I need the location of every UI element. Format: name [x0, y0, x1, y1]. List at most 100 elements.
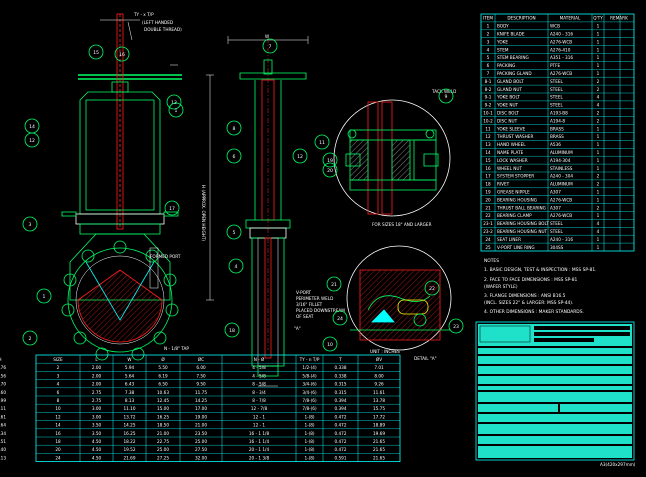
vport-note-1: V-PORT — [296, 290, 312, 295]
dims-cell: 8.13 — [125, 398, 135, 403]
bom-cell: 4 — [597, 221, 600, 226]
dims-header-cell: T — [338, 357, 342, 362]
bom-cell: ALUMINUM — [550, 182, 573, 187]
tack-weld-note: TACK WELD — [431, 89, 456, 94]
vport-note-5: OF SEAT — [296, 314, 314, 319]
balloon-label: 11 — [319, 140, 325, 146]
bom-cell: 8-2 — [485, 87, 492, 92]
dims-cell: 2.00 — [92, 365, 102, 370]
balloon-label: 6 — [233, 154, 236, 160]
bom-cell: 15 — [485, 158, 491, 163]
bom-cell: 7 — [487, 71, 490, 76]
balloon-circle — [114, 46, 130, 62]
dims-cell: 24 — [55, 455, 61, 460]
dims-header-cell: W — [127, 357, 131, 362]
dims-cell: 12.45 — [157, 398, 169, 403]
bom-cell: A536 — [550, 142, 561, 147]
balloon-label: 3 — [29, 222, 32, 228]
detail-a-callout: "A" — [294, 326, 301, 331]
balloon-label: 13 — [171, 100, 177, 106]
dims-cell: 5.94 — [125, 365, 135, 370]
bom-cell: 2 — [597, 174, 600, 179]
dims-cell: 27.25 — [157, 455, 169, 460]
bom-cell: STEEL — [550, 103, 564, 108]
dims-cell: 8 - 5/8 — [252, 382, 266, 387]
dims-header-cell: ØV — [376, 357, 382, 362]
dims-cell: 14.25 — [195, 398, 207, 403]
vport-note-2: PERIMETER WELD — [296, 296, 333, 301]
bom-cell: 13 — [485, 142, 491, 147]
bom-cell: A276-WCB — [550, 197, 572, 202]
bom-cell: 1 — [597, 63, 600, 68]
dims-cell: 19.52 — [124, 447, 136, 452]
balloon-circle — [224, 322, 240, 338]
bom-cell: 1 — [487, 24, 490, 29]
dims-cell: 12 - 7/8 — [251, 406, 268, 411]
dims-cell: 72.40 — [0, 447, 6, 452]
note-line: (WAFER STYLE) — [484, 284, 518, 290]
dims-cell: 2.75 — [92, 390, 102, 395]
bom-cell: 2 — [597, 118, 600, 123]
dims-cell: 12 — [55, 414, 61, 419]
dims-cell: 22.75 — [157, 439, 169, 444]
balloon-label: 15 — [93, 50, 99, 56]
bom-cell: 10-2 — [483, 118, 493, 123]
bom-cell: NAME PLATE — [497, 150, 524, 155]
bom-cell: 8-1 — [485, 79, 492, 84]
bom-cell: YOKE BOLT — [496, 95, 520, 100]
notes-block: NOTES 1. BASIC DESIGN, TEST & INSPECTION… — [484, 258, 597, 315]
dims-cell: 19.56 — [0, 373, 6, 378]
dims-cell: 21.00 — [157, 431, 169, 436]
dims-cell: 14.25 — [124, 423, 136, 428]
bom-cell: A194-304 — [550, 158, 571, 163]
dims-cell: 1-(8) — [304, 447, 314, 452]
balloon-circle — [226, 120, 242, 136]
bom-cell: LOCK WASHER — [497, 158, 528, 163]
bom-header-cell: Q'TY — [593, 16, 603, 21]
balloon-circle — [262, 38, 278, 54]
dims-cell: 0.315 — [335, 382, 347, 387]
balloon-circle — [226, 148, 242, 164]
bom-cell: A240 - 304 — [550, 174, 573, 179]
bom-cell: BEARING CLAMP — [497, 213, 532, 218]
dims-cell: 0.394 — [335, 406, 347, 411]
bom-cell: V-PORT LINE RING — [497, 245, 535, 250]
bom-cell: 6 — [487, 63, 490, 68]
balloon-circle — [22, 330, 38, 346]
dims-cell: 17.72 — [373, 414, 385, 419]
dims-cell: 43.11 — [0, 406, 6, 411]
balloon-circle — [168, 102, 184, 118]
dims-cell: 19.69 — [373, 431, 385, 436]
bom-cell: 22 — [485, 213, 491, 218]
bom-cell: 2 — [597, 205, 600, 210]
bom-cell: WHEEL NUT — [497, 166, 522, 171]
bom-cell: BEARING HOUSING — [497, 197, 537, 202]
balloon-label: 10 — [327, 342, 333, 348]
dims-cell: 3.50 — [92, 431, 102, 436]
bom-header-cell: DESCRIPTION — [507, 16, 535, 21]
bom-cell: STAINLESS — [550, 166, 573, 171]
bom-header-cell: MATERIAL — [560, 16, 581, 21]
bom-cell: 18 — [485, 182, 491, 187]
balloon-circle — [322, 162, 338, 178]
dims-header-cell: ØC — [198, 357, 204, 362]
dims-cell: 0.315 — [335, 390, 347, 395]
stem-thread-note: TY - x T/P — [133, 12, 154, 17]
bom-cell: 5 — [487, 55, 490, 60]
dims-cell: 18.50 — [157, 423, 169, 428]
bom-cell: 1 — [597, 197, 600, 202]
dims-cell: 0.394 — [335, 398, 347, 403]
bom-cell: STEEL — [550, 229, 564, 234]
dims-header-cell: H — [0, 357, 2, 362]
bom-header-cell: ITEM — [483, 16, 493, 21]
bom-cell: STEM BEARING — [497, 55, 529, 60]
bom-cell: A276-410 — [550, 47, 571, 52]
dims-cell: 12 - 1 — [253, 414, 266, 419]
balloon-circle — [326, 276, 342, 292]
formed-port-note: FORMED PORT — [150, 254, 181, 259]
dims-cell: 21.65 — [373, 439, 385, 444]
note-line: 3. FLANGE DIMENSIONS : ANSI B16.5 — [484, 293, 566, 299]
